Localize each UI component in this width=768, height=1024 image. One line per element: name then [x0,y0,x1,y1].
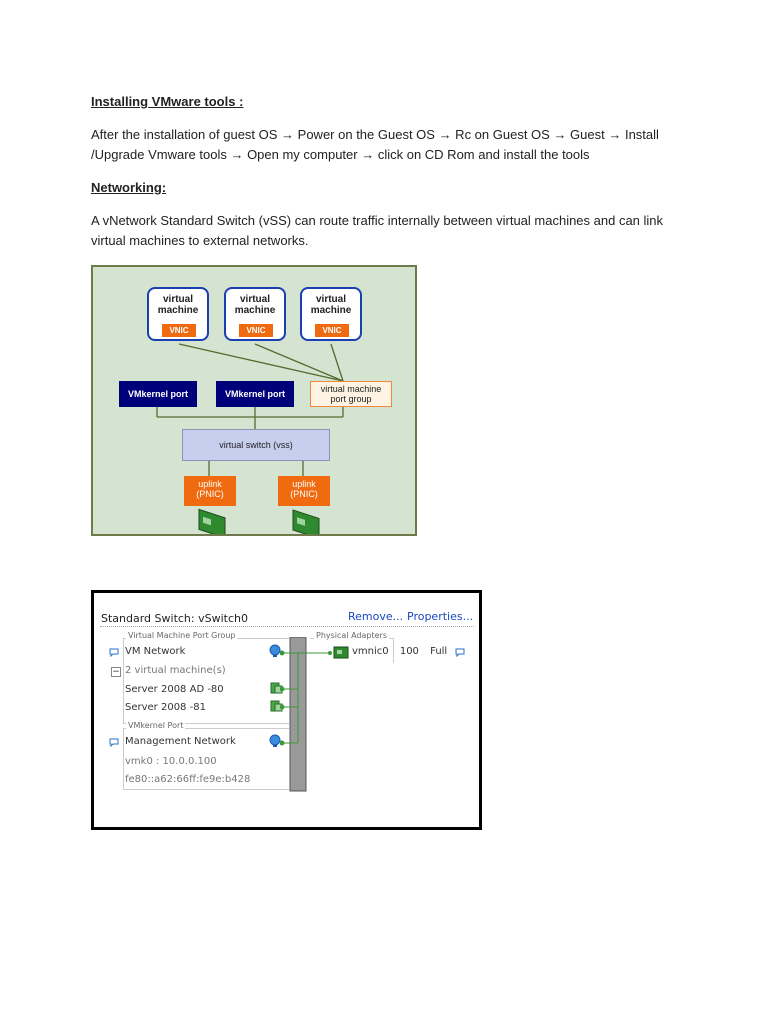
vmnic-name: vmnic0 [352,646,389,657]
uplink-2: uplink (PNIC) [278,476,330,506]
installing-line-1: After the installation of guest OS → Pow… [91,125,681,145]
vm-port-group-legend: Virtual Machine Port Group [126,631,237,640]
vm-label-line2: machine [302,305,360,316]
vswitch-screenshot: Standard Switch: vSwitch0 Remove... Prop… [91,590,482,830]
vmkernel-legend: VMkernel Port [126,721,185,730]
vss-architecture-diagram: virtual machine VNIC virtual machine VNI… [91,265,417,536]
uplink-1-line2: (PNIC) [184,489,236,499]
vm-port-group: virtual machine port group [310,381,392,407]
virtual-switch: virtual switch (vss) [182,429,330,461]
vm-network-label: VM Network [125,646,185,657]
pnic-card-icon-2 [293,510,319,534]
vm-label-line1: virtual [149,294,207,305]
remove-link[interactable]: Remove... [348,610,403,623]
physical-adapters-legend: Physical Adapters [314,631,389,640]
comment-icon[interactable] [455,648,465,657]
installing-vmware-paragraph: After the installation of guest OS → Pow… [91,125,681,165]
virtual-machine-3: virtual machine VNIC [300,287,362,341]
vm-count: 2 virtual machine(s) [125,665,226,676]
networking-line-1: A vNetwork Standard Switch (vSS) can rou… [91,211,681,231]
nic-connector [310,646,350,660]
vnic-1: VNIC [162,324,196,337]
management-network-label: Management Network [125,736,236,747]
vm-label-line2: machine [226,305,284,316]
installing-line-2: /Upgrade Vmware tools → Open my computer… [91,145,681,165]
pnic-card-icon-1 [199,509,225,534]
properties-link[interactable]: Properties... [407,610,473,623]
virtual-machine-2: virtual machine VNIC [224,287,286,341]
vmnic-duplex: Full [430,646,447,657]
vm-label-line2: machine [149,305,207,316]
vmk-ipv6: fe80::a62:66ff:fe9e:b428 [125,774,250,785]
networking-paragraph: A vNetwork Standard Switch (vSS) can rou… [91,211,681,251]
title-divider [100,626,474,627]
vm-server-81[interactable]: Server 2008 -81 [125,702,206,713]
networking-line-2: virtual machines to external networks. [91,231,681,251]
comment-icon[interactable] [109,648,119,657]
vm-server-80[interactable]: Server 2008 AD -80 [125,684,224,695]
vm-label-line1: virtual [302,294,360,305]
uplink-2-line2: (PNIC) [278,489,330,499]
vmnic-speed: 100 [400,646,419,657]
uplink-1-line1: uplink [184,479,236,489]
vm-label-line1: virtual [226,294,284,305]
uplink-1: uplink (PNIC) [184,476,236,506]
switch-title: Standard Switch: vSwitch0 [101,612,248,625]
vnic-2: VNIC [239,324,273,337]
port-group-line2: port group [311,394,391,404]
vmkernel-port-1: VMkernel port [119,381,197,407]
port-group-line1: virtual machine [311,384,391,394]
virtual-machine-1: virtual machine VNIC [147,287,209,341]
vmnic0-row[interactable]: vmnic0 100 Full [352,646,447,657]
collapse-toggle[interactable]: − [111,667,121,677]
comment-icon[interactable] [109,738,119,747]
installing-vmware-heading: Installing VMware tools : [91,94,243,109]
networking-heading: Networking: [91,180,166,195]
vnic-3: VNIC [315,324,349,337]
vmk-ip: vmk0 : 10.0.0.100 [125,756,217,767]
vmkernel-port-2: VMkernel port [216,381,294,407]
uplink-2-line1: uplink [278,479,330,489]
